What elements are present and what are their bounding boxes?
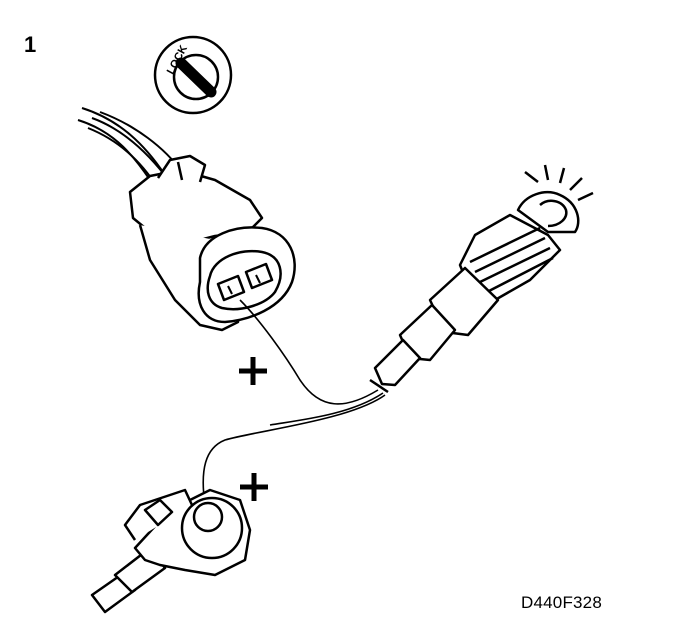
test-leads <box>202 299 386 506</box>
wiring-connector <box>128 154 296 332</box>
ground-clip <box>90 488 252 614</box>
step-number: 1 <box>24 32 37 57</box>
lock-symbol-icon: LOCK <box>153 35 233 115</box>
test-lamp-probe <box>369 164 594 394</box>
figure-code: D440F328 <box>521 593 602 612</box>
plus-sign-top <box>239 357 267 385</box>
plus-sign-bottom <box>240 473 268 501</box>
